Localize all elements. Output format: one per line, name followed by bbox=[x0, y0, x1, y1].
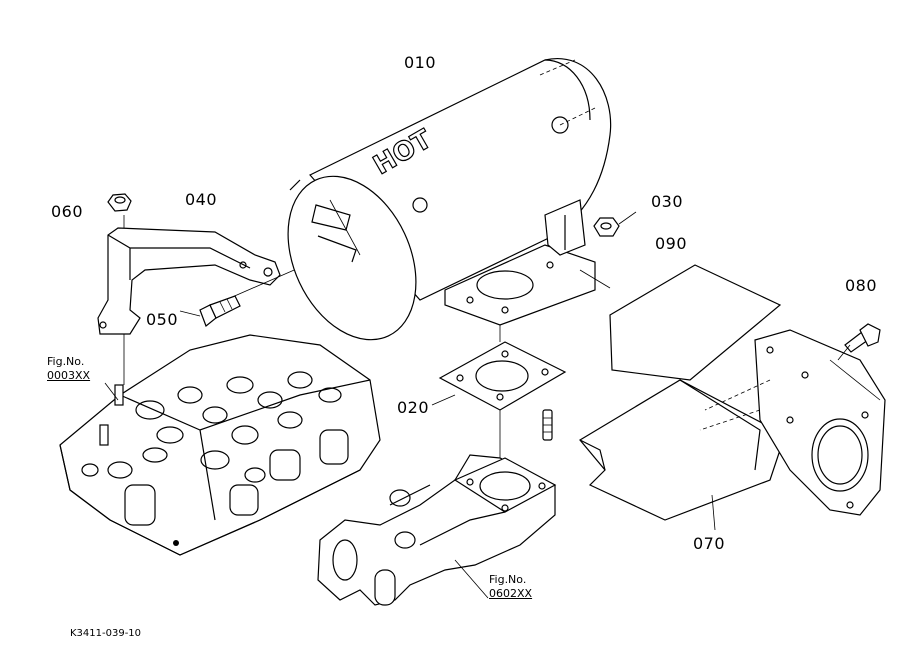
label-part-010: 010 bbox=[404, 53, 437, 72]
heat-shield-070-drawing bbox=[579, 379, 786, 531]
figure-reference-code: 0602XX bbox=[489, 587, 533, 600]
muffler-drawing: HOT bbox=[287, 58, 612, 341]
bracket-drawing bbox=[97, 215, 341, 385]
nut-060-drawing bbox=[107, 193, 132, 212]
label-part-070: 070 bbox=[693, 534, 726, 553]
label-part-050: 050 bbox=[146, 310, 179, 329]
stud-drawing bbox=[542, 409, 553, 441]
label-part-090: 090 bbox=[655, 234, 688, 253]
side-plate-drawing bbox=[699, 323, 886, 516]
label-part-040: 040 bbox=[185, 190, 218, 209]
label-part-060: 060 bbox=[51, 202, 84, 221]
figure-reference-manifold[interactable]: Fig.No. 0602XX bbox=[489, 573, 532, 601]
figure-reference-prefix: Fig.No. bbox=[489, 573, 527, 586]
drawing-id: K3411-039-10 bbox=[70, 628, 142, 639]
cylinder-head-drawing bbox=[59, 334, 381, 556]
figure-reference-prefix: Fig.No. bbox=[47, 355, 85, 368]
bolt-050-drawing bbox=[199, 295, 241, 327]
label-part-080: 080 bbox=[845, 276, 878, 295]
gasket-020-drawing bbox=[431, 325, 567, 460]
label-part-020: 020 bbox=[397, 398, 430, 417]
label-part-030: 030 bbox=[651, 192, 684, 211]
figure-reference-code: 0003XX bbox=[47, 369, 91, 382]
nut-030-drawing bbox=[593, 211, 637, 237]
exhaust-manifold-drawing bbox=[317, 454, 557, 606]
figure-reference-cylinder-head[interactable]: Fig.No. 0003XX bbox=[47, 355, 90, 383]
